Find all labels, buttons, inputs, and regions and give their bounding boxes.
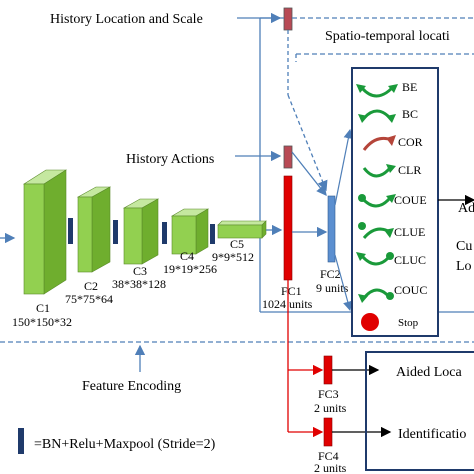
fc4-units: 2 units: [314, 461, 347, 474]
action-bc-icon: [358, 109, 396, 123]
action-be-icon: [356, 84, 398, 98]
c5-dims: 9*9*512: [212, 250, 254, 264]
action-clr-label: CLR: [398, 163, 421, 177]
action-stop-label: Stop: [398, 317, 419, 329]
spatio-temporal-label: Spatio-temporal locati: [325, 29, 450, 44]
conv-layer-c1: [22, 169, 68, 295]
action-cluc-icon: [356, 252, 394, 266]
bn-block-1: [68, 218, 73, 244]
c1-dims: 150*150*32: [12, 315, 72, 329]
fc3-block: [323, 355, 333, 385]
fc4-name: FC4: [318, 449, 339, 463]
conv-layer-c5: [217, 220, 267, 239]
c4-name: C4: [180, 249, 194, 263]
fc2-name: FC2: [320, 267, 341, 281]
c2-name: C2: [84, 279, 98, 293]
c4-dims: 19*19*256: [163, 262, 217, 276]
c1-name: C1: [36, 301, 50, 315]
conv-layer-c2: [76, 186, 112, 273]
right-text-lo: Lo: [456, 259, 472, 274]
action-cor-label: COR: [398, 135, 423, 149]
history-actions-block: [283, 145, 293, 169]
action-cluc-label: CLUC: [394, 253, 426, 267]
action-coue-label: COUE: [394, 193, 427, 207]
conv-layer-c4: [170, 208, 210, 255]
fc1-block: [283, 175, 293, 281]
fc1-name: FC1: [281, 284, 302, 298]
action-couc-icon: [358, 288, 394, 303]
action-stop-icon: [361, 313, 379, 331]
output-box: [365, 351, 474, 471]
conv-layer-c3: [122, 198, 160, 265]
fc3-name: FC3: [318, 387, 339, 401]
identification-label: Identificatio: [398, 427, 466, 442]
bn-block-2: [113, 220, 118, 244]
right-text-ad: Ad: [458, 201, 474, 216]
fc2-block: [327, 195, 336, 263]
fc2-units: 9 units: [316, 281, 349, 295]
legend-bn-block: [18, 428, 24, 454]
feature-encoding-label: Feature Encoding: [82, 379, 181, 394]
aided-location-label: Aided Loca: [396, 365, 462, 380]
history-location-scale-label: History Location and Scale: [50, 12, 203, 27]
fc1-units: 1024 units: [262, 297, 313, 311]
action-coue-icon: [358, 194, 396, 208]
history-actions-label: History Actions: [126, 152, 214, 167]
action-cor-icon: [362, 135, 396, 151]
bn-block-4: [210, 224, 215, 244]
c3-dims: 38*38*128: [112, 277, 166, 291]
action-clue-label: CLUE: [394, 225, 425, 239]
fc3-units: 2 units: [314, 401, 347, 415]
history-location-block: [283, 7, 293, 31]
c2-dims: 75*75*64: [65, 292, 113, 306]
spatio-temporal-label-bg: [318, 22, 474, 46]
bn-block-3: [162, 222, 167, 244]
legend-text: =BN+Relu+Maxpool (Stride=2): [34, 437, 216, 452]
action-clr-icon: [362, 164, 396, 178]
action-bc-label: BC: [402, 107, 418, 121]
action-clue-icon: [358, 222, 394, 240]
c3-name: C3: [133, 264, 147, 278]
action-couc-label: COUC: [394, 283, 427, 297]
right-text-cu: Cu: [456, 239, 472, 254]
action-be-label: BE: [402, 80, 417, 94]
c5-name: C5: [230, 237, 244, 251]
fc4-block: [323, 417, 333, 447]
